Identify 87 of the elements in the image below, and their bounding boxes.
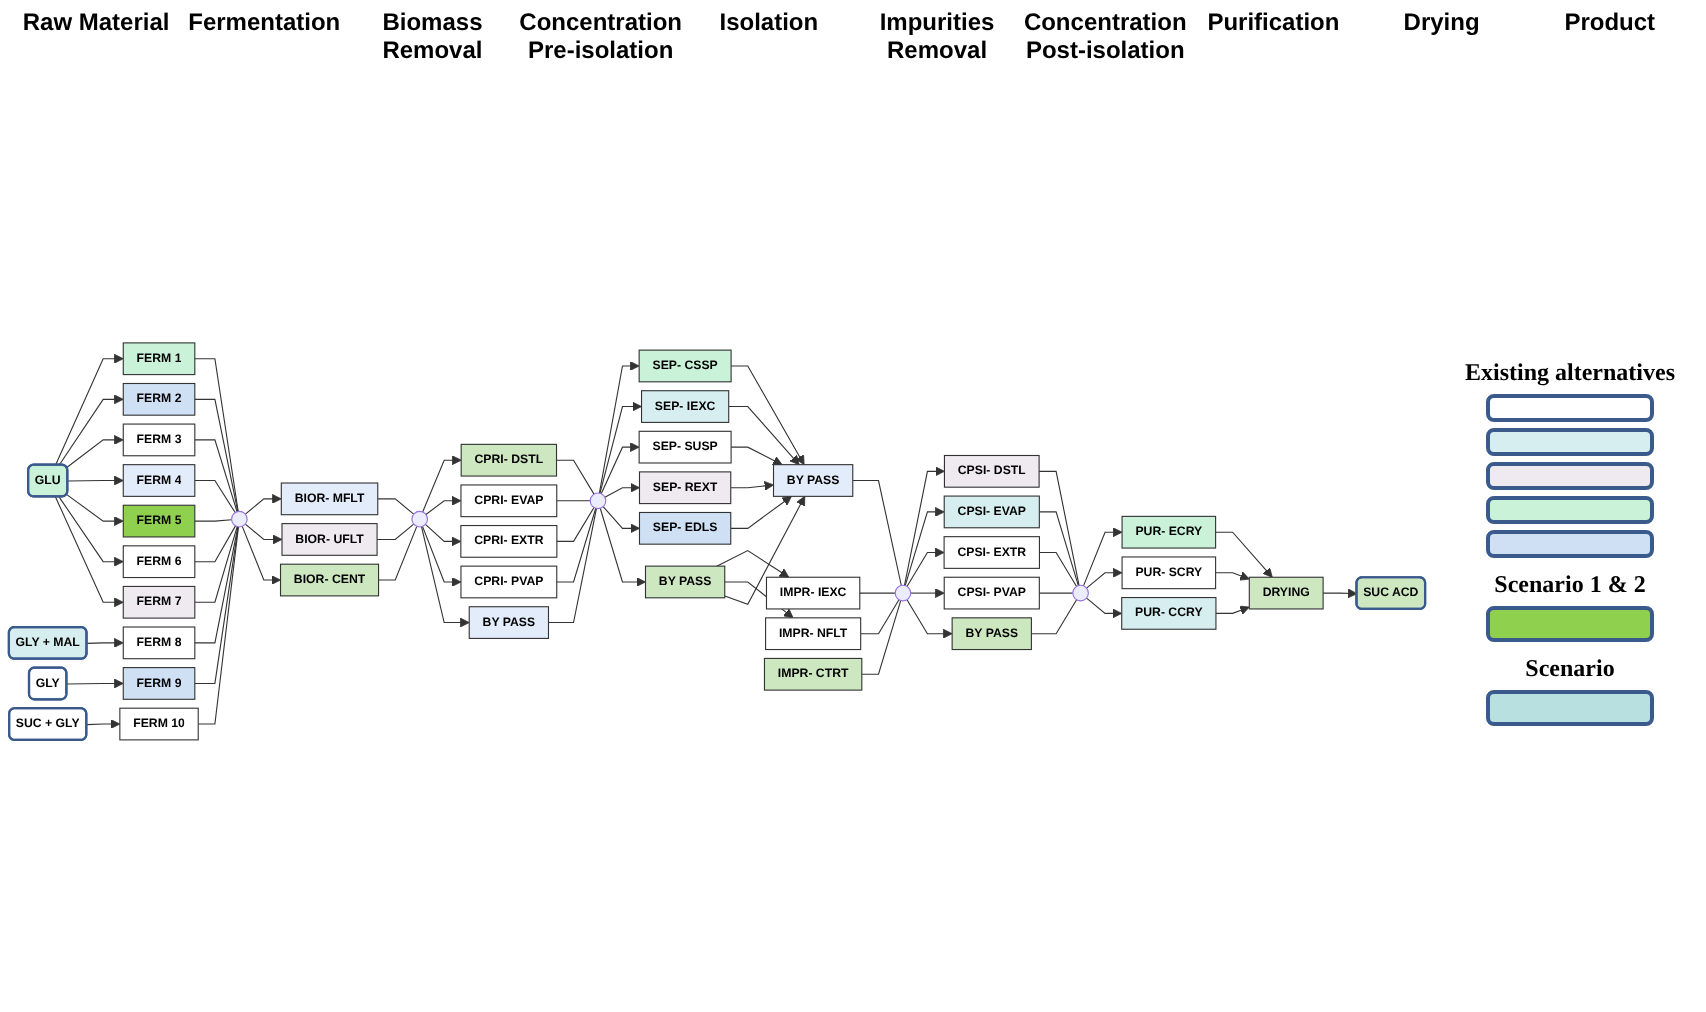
arrow <box>425 496 462 516</box>
arrow <box>244 524 283 545</box>
arrow <box>241 526 281 586</box>
arrow <box>599 402 642 495</box>
arrow <box>86 719 121 730</box>
arrow <box>424 524 462 547</box>
arrow <box>599 508 646 588</box>
arrow <box>58 496 124 568</box>
connector <box>556 508 597 584</box>
connector <box>859 593 896 595</box>
arrow <box>730 496 792 530</box>
connector <box>194 480 236 514</box>
connector <box>1038 593 1074 595</box>
connector <box>861 600 902 676</box>
column-heading: Biomass Removal <box>380 8 485 64</box>
arrow <box>1086 568 1123 590</box>
arrow <box>54 354 124 467</box>
connector <box>556 500 591 502</box>
connector <box>194 439 238 513</box>
connector <box>377 498 415 516</box>
column-heading: Impurities Removal <box>877 8 997 64</box>
legend-label: Scenario <box>1525 654 1615 684</box>
column-heading: Concentration Pre-isolation <box>517 8 684 64</box>
connector <box>194 358 239 513</box>
arrow <box>910 588 945 599</box>
connector <box>852 480 902 587</box>
node-circle <box>411 511 429 529</box>
arrow <box>903 467 945 587</box>
arrow <box>598 361 640 495</box>
arrow <box>67 476 124 486</box>
column-heading: Product <box>1562 8 1658 40</box>
arrow <box>728 406 800 466</box>
connector <box>555 460 595 496</box>
connector <box>378 526 418 582</box>
arrow <box>1215 606 1250 616</box>
arrow <box>54 496 124 608</box>
arrow <box>421 526 462 588</box>
arrow <box>904 507 945 587</box>
arrow <box>1082 527 1123 588</box>
arrow <box>1322 589 1358 599</box>
connector <box>194 525 237 563</box>
arrow <box>86 638 124 649</box>
connector <box>1038 552 1078 588</box>
connector <box>1038 511 1079 587</box>
column-heading: Isolation <box>717 8 821 40</box>
column-heading: Purification <box>1205 8 1342 40</box>
connector <box>194 399 239 513</box>
arrow <box>730 481 774 492</box>
arrow <box>602 506 640 534</box>
connector <box>376 524 415 541</box>
arrow <box>730 447 783 466</box>
arrow <box>1086 598 1123 619</box>
arrow <box>66 494 124 527</box>
arrow <box>730 366 805 466</box>
node-circle <box>1072 585 1089 603</box>
arrow <box>604 483 640 499</box>
arrow <box>244 494 282 516</box>
arrow <box>422 455 462 514</box>
connector <box>194 526 239 644</box>
legend-label: Scenario 1 & 2 <box>1494 570 1646 600</box>
arrow <box>66 679 124 689</box>
connector <box>547 508 598 624</box>
arrow <box>1215 571 1250 582</box>
column-heading: Fermentation <box>186 8 343 40</box>
connector <box>1038 471 1080 587</box>
column-heading: Concentration Post-isolation <box>1021 8 1189 64</box>
arrow <box>58 395 124 467</box>
arrow <box>716 550 790 579</box>
arrow <box>906 599 953 640</box>
node-circle <box>894 585 912 603</box>
arrow <box>1215 532 1273 579</box>
node-circle <box>231 511 248 529</box>
column-heading: Raw Material <box>20 8 172 40</box>
legend-label: Existing alternatives <box>1465 358 1675 388</box>
connector <box>194 526 239 685</box>
arrow <box>724 496 806 606</box>
arrow <box>906 548 945 588</box>
connector <box>194 519 233 523</box>
arrow <box>420 526 470 629</box>
arrow <box>600 442 640 495</box>
column-heading: Drying <box>1401 8 1482 40</box>
node-circle <box>589 493 607 510</box>
connector <box>194 526 238 604</box>
connector <box>556 507 595 543</box>
connector <box>197 526 239 726</box>
arrow <box>66 435 124 469</box>
connector <box>860 599 900 635</box>
